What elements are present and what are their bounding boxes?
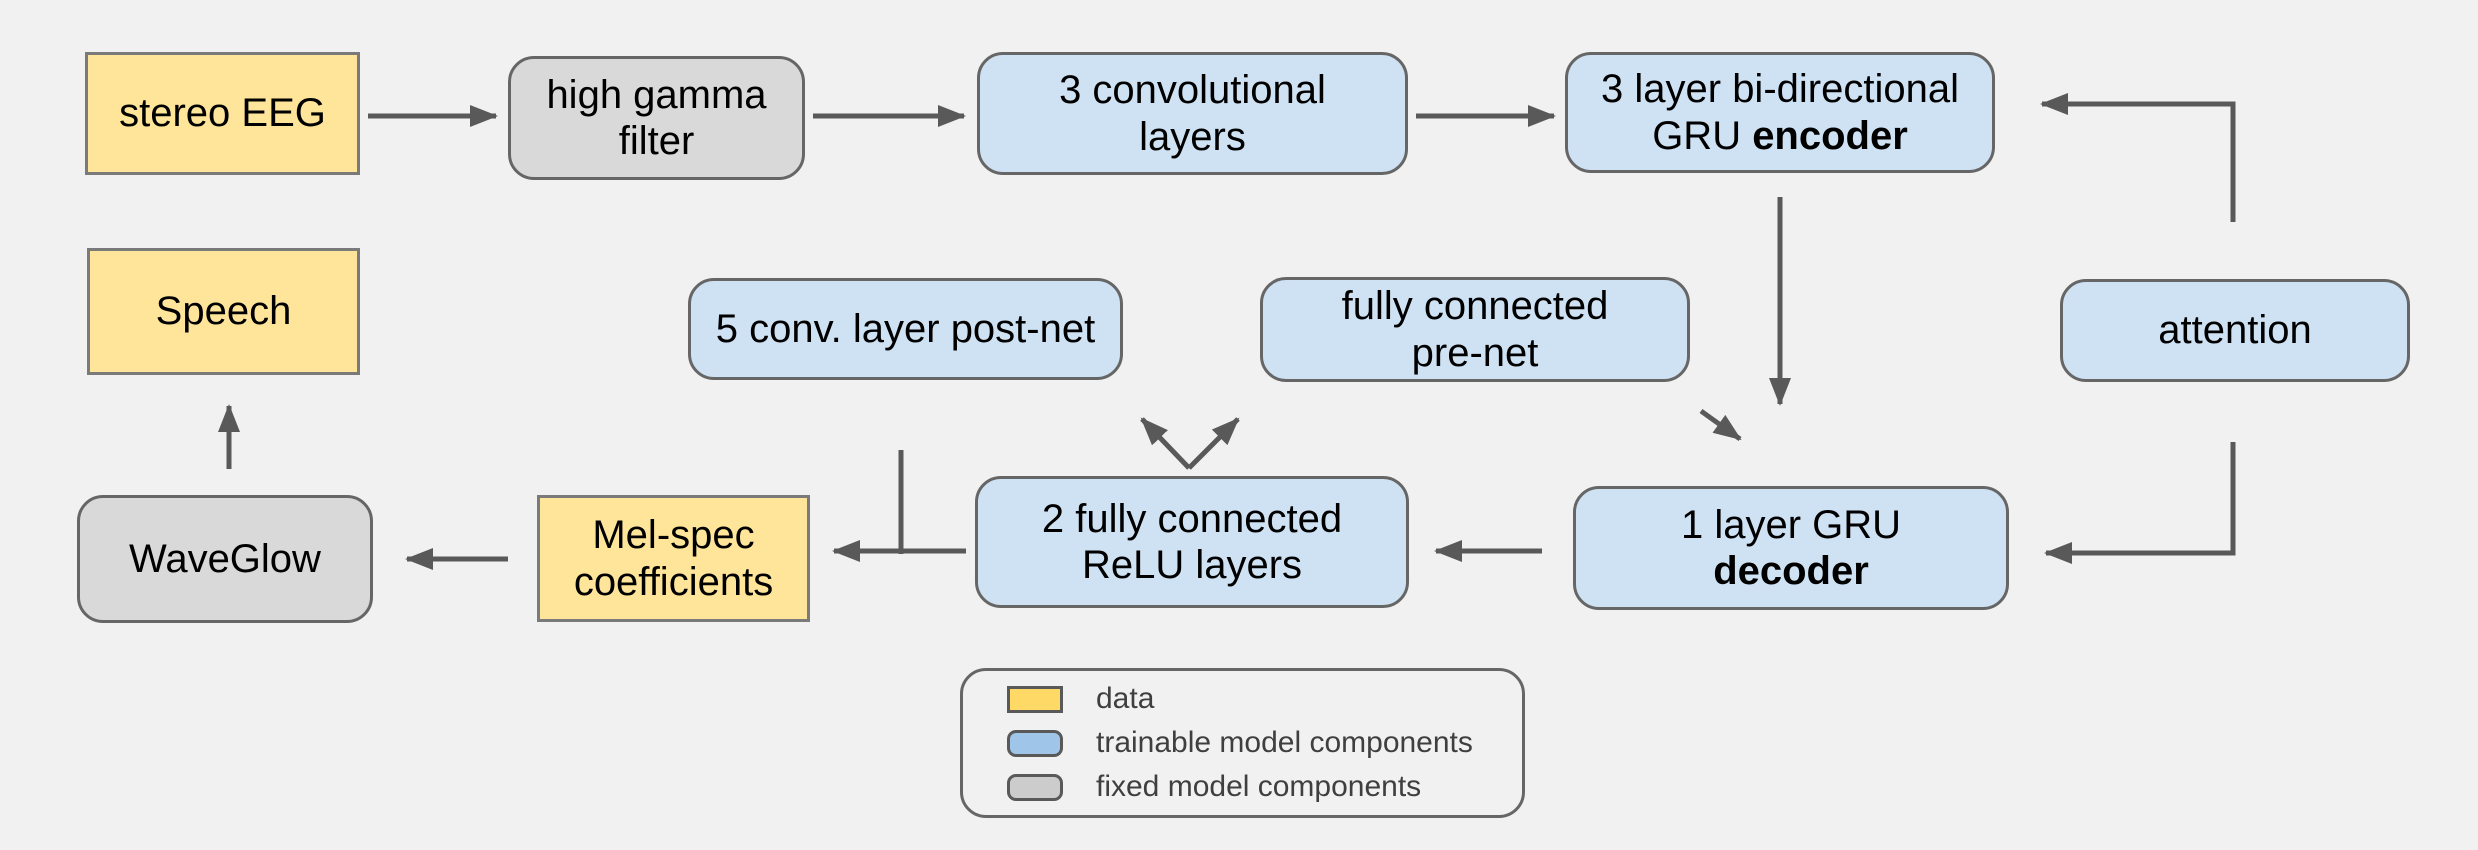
arrow-attention-to-decoder (2044, 442, 2236, 564)
arrow-attention-to-encoder (2040, 93, 2236, 222)
node-high-gamma-filter: high gamma filter (508, 56, 805, 180)
node-stereo-eeg: stereo EEG (85, 52, 360, 175)
legend-swatch-fixed (1007, 773, 1063, 801)
legend: data trainable model components fixed mo… (960, 668, 1525, 818)
node-attention: attention (2060, 279, 2410, 382)
legend-label: data (1096, 682, 1155, 715)
node-label: GRU encoder (1652, 113, 1908, 158)
node-label: decoder (1713, 549, 1869, 593)
node-label: WaveGlow (129, 536, 321, 581)
node-label: high gamma (546, 72, 767, 117)
node-label: pre-net (1411, 330, 1539, 375)
node-label: stereo EEG (119, 91, 326, 136)
node-gru-decoder: 1 layer GRU decoder (1573, 486, 2009, 610)
node-label: ReLU layers (1081, 543, 1303, 587)
legend-swatch-data (1007, 685, 1063, 713)
node-speech: Speech (87, 248, 360, 375)
node-post-net: 5 conv. layer post-net (688, 278, 1123, 380)
arrow-relu-layers-to-pre-net (1187, 417, 1240, 470)
node-label: Mel-spec (592, 513, 755, 558)
node-label: coefficients (573, 559, 774, 604)
arrow-pre-net-to-decoder (1699, 408, 1742, 442)
legend-label: trainable model components (1096, 726, 1473, 759)
node-pre-net: fully connected pre-net (1260, 277, 1690, 382)
legend-item-data: data (1007, 684, 1522, 714)
node-label: 3 layer bi-directional (1601, 67, 1959, 112)
node-label: Speech (155, 289, 292, 334)
arrow-relu-layers-to-post-net (1140, 417, 1191, 470)
node-gru-encoder: 3 layer bi-directional GRU encoder (1565, 52, 1995, 173)
node-label: 5 conv. layer post-net (715, 306, 1096, 351)
node-relu-layers: 2 fully connected ReLU layers (975, 476, 1409, 608)
legend-swatch-trainable (1007, 729, 1063, 757)
legend-label: fixed model components (1096, 770, 1422, 803)
node-label: 2 fully connected (1041, 496, 1343, 541)
node-label: 1 layer GRU (1680, 502, 1902, 547)
node-label: 3 convolutional (1059, 68, 1326, 113)
node-mel-spec: Mel-spec coefficients (537, 495, 810, 622)
node-label: attention (2158, 308, 2312, 353)
node-label: fully connected (1341, 284, 1609, 329)
legend-item-fixed: fixed model components (1007, 772, 1522, 802)
legend-item-trainable: trainable model components (1007, 728, 1522, 758)
node-label: filter (618, 119, 695, 163)
node-label: layers (1139, 114, 1246, 159)
node-waveglow: WaveGlow (77, 495, 373, 623)
node-conv-layers: 3 convolutional layers (977, 52, 1408, 175)
